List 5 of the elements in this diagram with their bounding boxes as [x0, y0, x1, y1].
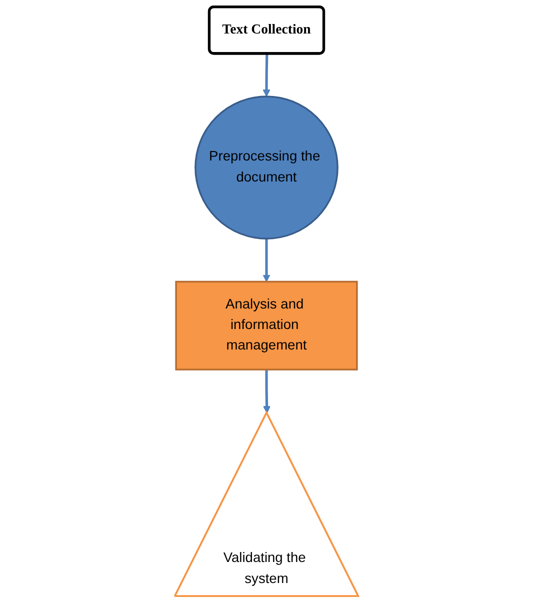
node-box: Analysis and information management: [175, 280, 358, 370]
arrow: [263, 370, 271, 414]
arrow: [262, 238, 270, 282]
arrow: [262, 54, 270, 97]
node-circle: Preprocessing the document: [194, 96, 338, 240]
